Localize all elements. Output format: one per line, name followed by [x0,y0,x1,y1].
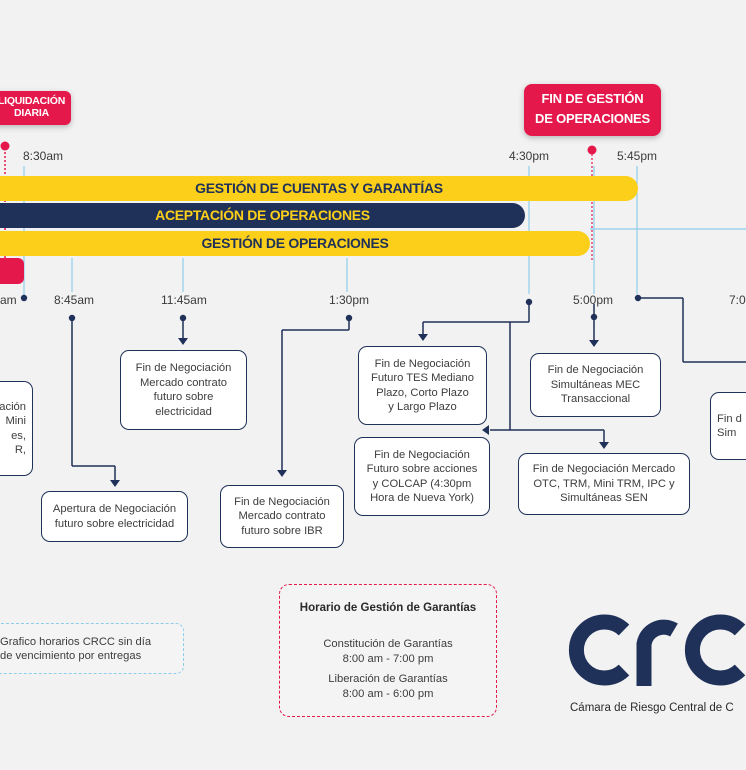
time-830am: 8:30am [23,149,64,163]
legend-text: Grafico horarios CRCC sin día de vencimi… [0,636,152,662]
constitucion-label: Constitución de Garantías [323,638,453,650]
fin-gestion-operaciones-badge: FIN DE GESTIÓN DE OPERACIONES [524,84,661,136]
liquidacion-badge: LIQUIDACIÓN DIARIA [0,91,71,125]
time-500pm: 5:00pm [573,293,614,307]
event-box-fin-ibr: Fin de Negociación Mercado contrato futu… [220,485,344,548]
crcc-logo-subtitle: Cámara de Riesgo Central de C [570,702,734,714]
liberacion-label: Liberación de Garantías [328,673,448,685]
event-box-fin-electricidad: Fin de Negociación Mercado contrato futu… [120,350,247,430]
event-box-apertura-electricidad: Apertura de Negociación futuro sobre ele… [41,491,188,542]
liberacion-hours: 8:00 am - 6:00 pm [342,688,434,700]
event-box-fin-mec: Fin de Negociación Simultáneas MEC Trans… [530,353,661,417]
event-box-fin-tes: Fin de Negociación Futuro TES Mediano Pl… [358,346,487,425]
garantias-box [279,584,497,717]
time-7pm-cut: 7:0 [729,293,746,307]
liquidacion-bar-segment [0,258,24,284]
time-845am: 8:45am [54,293,95,307]
bar-gestion-operaciones: GESTIÓN DE OPERACIONES [0,231,590,256]
constitucion-hours: 8:00 am - 7:00 pm [342,653,434,665]
time-430pm: 4:30pm [509,149,550,163]
liquidacion-marker-dot [0,141,10,151]
time-1145am: 11:45am [161,293,207,307]
legend-box [0,623,184,674]
time-am-cut: am [0,293,17,307]
event-box-fin-acciones: Fin de Negociación Futuro sobre acciones… [354,437,490,516]
bar-gestion-cuentas-garantias: GESTIÓN DE CUENTAS Y GARANTÍAS [0,176,638,201]
time-130pm: 1:30pm [329,293,370,307]
crcc-logo [568,598,746,688]
bar-aceptacion-operaciones: ACEPTACIÓN DE OPERACIONES [0,203,525,228]
event-box-fin-otc: Fin de Negociación Mercado OTC, TRM, Min… [518,453,690,515]
garantias-title: Horario de Gestión de Garantías [299,602,477,614]
event-box-right-cut: Fin d Sim [710,392,746,460]
event-box-left-cut: ación Mini es, R, [0,381,33,476]
crcc-logo-mark [568,614,746,686]
time-545pm: 5:45pm [617,149,658,163]
